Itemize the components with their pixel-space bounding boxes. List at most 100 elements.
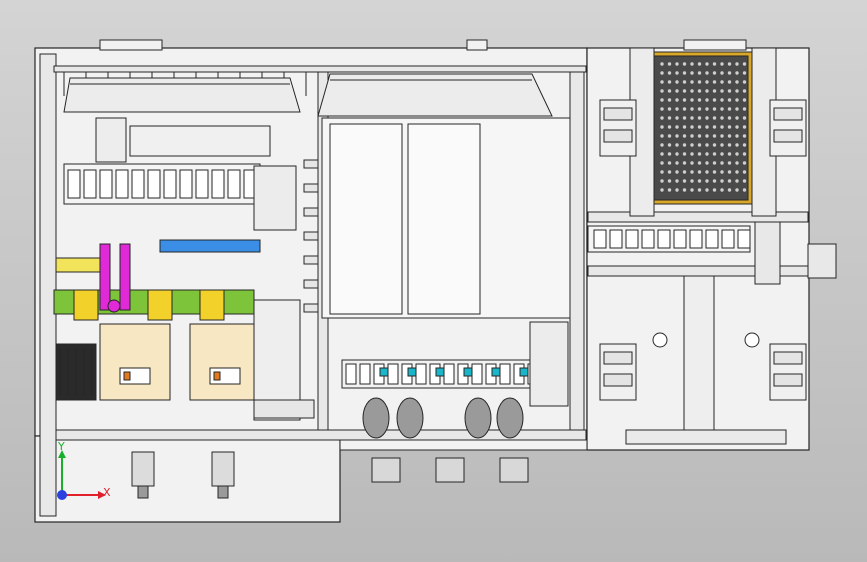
right-mid-beam bbox=[587, 211, 809, 223]
tray-hole bbox=[705, 80, 709, 84]
tray-hole bbox=[667, 98, 672, 102]
tray-hole bbox=[697, 80, 702, 84]
drag-chains bbox=[63, 117, 751, 407]
tray-hole bbox=[675, 188, 679, 192]
magenta-clamp bbox=[99, 243, 111, 311]
test-tray bbox=[653, 55, 749, 201]
right-panel-blocks bbox=[599, 99, 807, 445]
right-frame-post bbox=[569, 65, 585, 437]
tray-hole bbox=[690, 161, 694, 165]
chain-link-right bbox=[737, 229, 751, 249]
chain-link bbox=[163, 169, 177, 199]
test-tray bbox=[629, 47, 777, 217]
tray-hole bbox=[705, 161, 709, 165]
tray-hole bbox=[675, 161, 679, 165]
chain-link-right bbox=[657, 229, 671, 249]
right-base-rail bbox=[625, 429, 787, 445]
gray-cylinder bbox=[362, 397, 390, 439]
tray-hole bbox=[667, 80, 672, 84]
left-fixture-cross bbox=[189, 323, 261, 401]
cyan-sensor bbox=[407, 367, 417, 377]
tray-hole bbox=[727, 143, 732, 147]
tray-hole bbox=[705, 152, 709, 156]
tray-hole bbox=[705, 98, 709, 102]
tray-hole bbox=[720, 80, 724, 84]
chain-link-bottom bbox=[443, 363, 455, 385]
tray-hole bbox=[690, 89, 694, 93]
tray-hole bbox=[682, 107, 687, 111]
tray-hole bbox=[675, 107, 679, 111]
tray-hole bbox=[667, 143, 672, 147]
tray-hole bbox=[712, 71, 717, 75]
round-knob bbox=[744, 332, 760, 348]
tray-hole bbox=[742, 188, 747, 192]
tray-hole bbox=[727, 89, 732, 93]
blue-rail bbox=[159, 239, 261, 253]
tray-hole bbox=[735, 89, 739, 93]
tray-hole bbox=[660, 152, 664, 156]
side-clip bbox=[303, 159, 319, 169]
tray-hole bbox=[667, 71, 672, 75]
tray-hole bbox=[660, 107, 664, 111]
tray-hole bbox=[735, 152, 739, 156]
tray-hole bbox=[667, 161, 672, 165]
orange-part bbox=[123, 371, 131, 381]
tray-hole bbox=[690, 98, 694, 102]
tray-hole bbox=[712, 125, 717, 129]
tray-hole bbox=[660, 89, 664, 93]
tray-hole bbox=[727, 116, 732, 120]
tray-hole bbox=[727, 80, 732, 84]
magenta-clamp bbox=[119, 243, 131, 311]
tray-hole bbox=[690, 188, 694, 192]
side-clip bbox=[303, 231, 319, 241]
right-motor-stub bbox=[807, 243, 837, 279]
tray-hole bbox=[720, 71, 724, 75]
tray-hole bbox=[697, 98, 702, 102]
cyan-sensor bbox=[519, 367, 529, 377]
tray-hole bbox=[720, 161, 724, 165]
tray-hole bbox=[675, 179, 679, 183]
tray-hole bbox=[675, 98, 679, 102]
cyan-sensor bbox=[379, 367, 389, 377]
window-pane-right bbox=[407, 123, 481, 315]
tray-hole bbox=[742, 98, 747, 102]
tray-hole bbox=[727, 188, 732, 192]
chain-link-right bbox=[705, 229, 719, 249]
tray-hole bbox=[697, 170, 702, 174]
tray-hole bbox=[735, 143, 739, 147]
top-bracket-right bbox=[683, 39, 747, 51]
tray-hole bbox=[697, 107, 702, 111]
tray-hole bbox=[660, 134, 664, 138]
tray-hole bbox=[697, 143, 702, 147]
tray-hole bbox=[712, 143, 717, 147]
tray-hole bbox=[705, 125, 709, 129]
triad-x-label: X bbox=[103, 486, 111, 499]
tray-hole bbox=[675, 89, 679, 93]
tray-hole bbox=[682, 143, 687, 147]
tray-hole bbox=[675, 125, 679, 129]
triad-x-arrow bbox=[98, 491, 106, 499]
tray-hole bbox=[682, 152, 687, 156]
tray-hole bbox=[742, 179, 747, 183]
tray-hole bbox=[682, 116, 687, 120]
tray-hole bbox=[660, 179, 664, 183]
tray-hole bbox=[712, 98, 717, 102]
tray-hole bbox=[690, 143, 694, 147]
tray-hole bbox=[697, 188, 702, 192]
tray-hole bbox=[735, 188, 739, 192]
top-frame-beam bbox=[53, 65, 587, 73]
tray-hole bbox=[697, 152, 702, 156]
top-bracket-mid bbox=[466, 39, 488, 51]
tray-hole bbox=[697, 62, 702, 66]
tray-hole bbox=[720, 152, 724, 156]
tray-hole bbox=[697, 161, 702, 165]
chain-link-bottom bbox=[359, 363, 371, 385]
tray-hole bbox=[697, 134, 702, 138]
left-fixture-cross bbox=[99, 323, 171, 401]
top-bracket-left bbox=[99, 39, 163, 51]
chain-link-right bbox=[689, 229, 703, 249]
tray-hole bbox=[697, 116, 702, 120]
tray-hole bbox=[727, 107, 732, 111]
tray-hole bbox=[682, 161, 687, 165]
bottom-cylinder bbox=[131, 451, 155, 487]
